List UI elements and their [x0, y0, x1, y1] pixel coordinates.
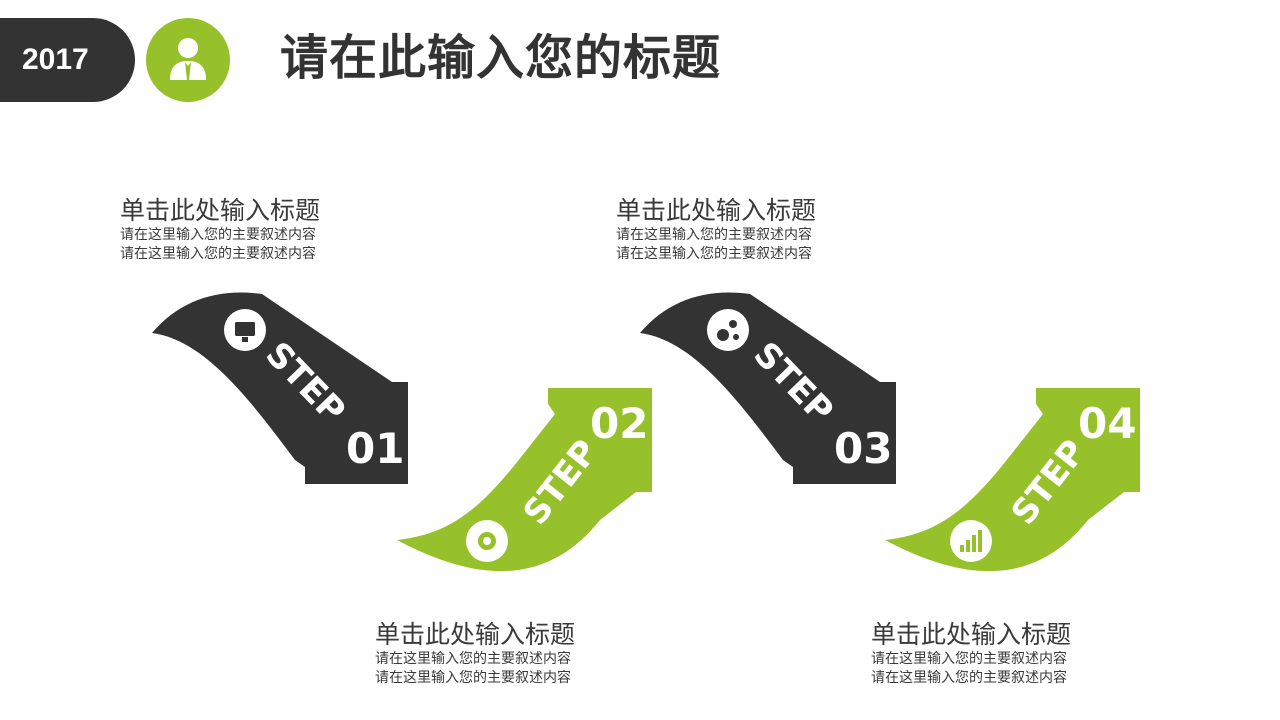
step-2-shape — [397, 388, 652, 572]
step-2-arrow: STEP 02 — [397, 388, 652, 572]
step-4-line-1: 请在这里输入您的主要叙述内容 — [871, 651, 1067, 667]
user-icon — [170, 38, 206, 80]
bubbles-icon — [707, 309, 749, 351]
step-1-line-1: 请在这里输入您的主要叙述内容 — [120, 227, 316, 243]
step-1-text: 单击此处输入标题 请在这里输入您的主要叙述内容 请在这里输入您的主要叙述内容 — [120, 196, 380, 264]
step-3-text: 单击此处输入标题 请在这里输入您的主要叙述内容 请在这里输入您的主要叙述内容 — [616, 196, 876, 264]
step-4-title: 单击此处输入标题 — [871, 620, 1072, 649]
step-4-line-2: 请在这里输入您的主要叙述内容 — [871, 670, 1067, 686]
step-3-shape — [640, 292, 896, 484]
step-3-line-2: 请在这里输入您的主要叙述内容 — [616, 246, 812, 262]
step-4-arrow: STEP 04 — [885, 388, 1140, 572]
step-2-line-1: 请在这里输入您的主要叙述内容 — [375, 651, 571, 667]
step-2-line-2: 请在这里输入您的主要叙述内容 — [375, 670, 571, 686]
step-1-number: 01 — [346, 424, 404, 473]
step-2-title: 单击此处输入标题 — [375, 620, 576, 649]
step-2-text: 单击此处输入标题 请在这里输入您的主要叙述内容 请在这里输入您的主要叙述内容 — [375, 620, 635, 688]
step-4-shape — [885, 388, 1140, 572]
page-title: 请在此输入您的标题 — [280, 30, 722, 86]
step-1-title: 单击此处输入标题 — [120, 196, 321, 225]
step-3-arrow: STEP 03 — [640, 292, 896, 484]
avatar — [146, 18, 230, 102]
step-3-line-1: 请在这里输入您的主要叙述内容 — [616, 227, 812, 243]
step-1-arrow: STEP 01 — [152, 292, 408, 484]
step-4-number: 04 — [1078, 399, 1136, 448]
step-3-number: 03 — [834, 424, 892, 473]
step-1-line-2: 请在这里输入您的主要叙述内容 — [120, 246, 316, 262]
step-2-number: 02 — [590, 399, 648, 448]
bar-chart-icon — [950, 520, 992, 562]
step-4-text: 单击此处输入标题 请在这里输入您的主要叙述内容 请在这里输入您的主要叙述内容 — [871, 620, 1131, 688]
year-badge: 2017 — [0, 18, 135, 102]
step-3-title: 单击此处输入标题 — [616, 196, 817, 225]
step-1-shape — [152, 292, 408, 484]
